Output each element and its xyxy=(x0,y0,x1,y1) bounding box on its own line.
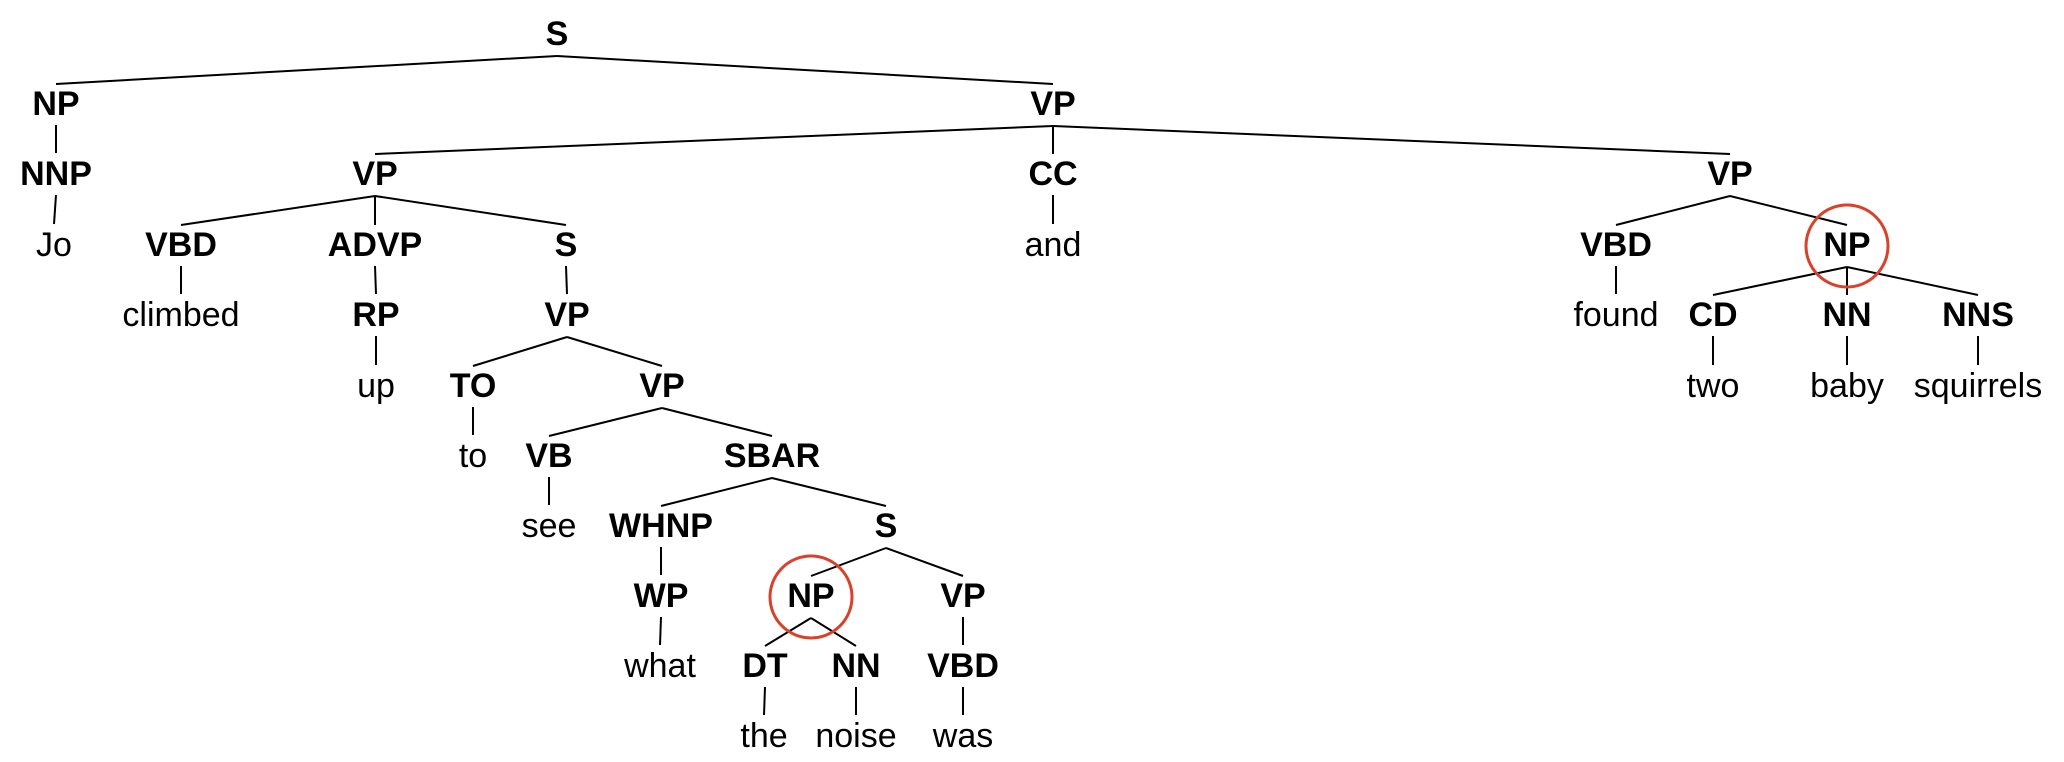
word-baby: baby xyxy=(1810,367,1884,405)
edge-advp-to-rp xyxy=(374,265,377,295)
word-climbed: climbed xyxy=(122,296,240,334)
node-vp-right: VP xyxy=(1707,155,1753,193)
edge-nnp-to-jo xyxy=(53,194,57,225)
word-noise: noise xyxy=(815,717,897,755)
node-to-tag: TO xyxy=(449,367,497,405)
node-np-obj-found: NP xyxy=(1823,226,1871,264)
edge-vp-see-to-sbar xyxy=(661,407,773,437)
edge-s-inf-to-vp-inf xyxy=(565,265,568,295)
node-vbd-found: VBD xyxy=(1580,226,1652,264)
edge-vp-left-to-vbd-climbed xyxy=(180,195,376,226)
word-squirrels: squirrels xyxy=(1913,367,2043,405)
edge-s-embedded-to-np-subj-embedded xyxy=(810,547,887,577)
node-s-inf: S xyxy=(554,226,578,264)
node-vp-top: VP xyxy=(1030,85,1076,123)
node-vbd-was: VBD xyxy=(927,647,999,685)
edge-np-obj-found-to-cd xyxy=(1712,266,1848,296)
edge-s-to-np-subj xyxy=(55,55,558,85)
node-dt: DT xyxy=(742,647,788,685)
node-np-subj-embedded: NP xyxy=(787,577,835,615)
word-two: two xyxy=(1686,367,1740,405)
word-see: see xyxy=(521,507,577,545)
node-nnp: NNP xyxy=(20,155,92,193)
node-rp: RP xyxy=(352,296,400,334)
word-and: and xyxy=(1024,226,1082,264)
edge-wp-to-what xyxy=(659,616,662,646)
node-np-subj: NP xyxy=(32,85,80,123)
node-whnp: WHNP xyxy=(609,507,713,545)
highlight-circle-np-subj-embedded xyxy=(768,554,854,640)
word-up: up xyxy=(357,367,395,405)
word-was: was xyxy=(932,717,994,755)
node-s: S xyxy=(545,15,569,53)
word-to: to xyxy=(458,437,488,475)
node-nns: NNS xyxy=(1942,296,2014,334)
node-vp-left: VP xyxy=(352,155,398,193)
edge-s-embedded-to-vp-was xyxy=(885,547,964,577)
edge-vp-see-to-vb xyxy=(548,407,663,437)
word-the: the xyxy=(740,717,788,755)
edge-vp-left-to-s-inf xyxy=(374,195,567,226)
node-s-embedded: S xyxy=(874,507,898,545)
edge-vp-top-to-vp-right xyxy=(1052,125,1731,155)
node-vb: VB xyxy=(525,437,573,475)
node-vp-was: VP xyxy=(940,577,986,615)
node-cd: CD xyxy=(1688,296,1738,334)
word-found: found xyxy=(1573,296,1659,334)
node-vp-see: VP xyxy=(639,367,685,405)
edge-vp-right-to-vbd-found xyxy=(1615,195,1731,226)
node-vp-inf: VP xyxy=(544,296,590,334)
node-cc: CC xyxy=(1028,155,1078,193)
word-what: what xyxy=(624,647,696,685)
edge-vp-inf-to-vp-see xyxy=(566,336,663,367)
highlight-circle-np-obj-found xyxy=(1804,203,1890,289)
node-nn-baby: NN xyxy=(1822,296,1872,334)
edge-s-to-vp-top xyxy=(556,55,1054,85)
node-sbar: SBAR xyxy=(723,437,821,475)
node-wp: WP xyxy=(633,577,689,615)
edge-sbar-to-s-embedded xyxy=(771,477,887,507)
node-nn-noise: NN xyxy=(831,647,881,685)
edge-vp-right-to-np-obj-found xyxy=(1729,195,1848,226)
edge-vp-top-to-vp-left xyxy=(374,125,1054,155)
node-vbd-climbed: VBD xyxy=(145,226,217,264)
edge-vp-inf-to-to-tag xyxy=(472,336,568,367)
edge-np-obj-found-to-nns xyxy=(1846,266,1979,296)
edge-sbar-to-whnp xyxy=(660,477,773,507)
edge-dt-to-the xyxy=(763,686,766,716)
word-jo: Jo xyxy=(36,226,72,264)
node-advp: ADVP xyxy=(327,226,423,264)
